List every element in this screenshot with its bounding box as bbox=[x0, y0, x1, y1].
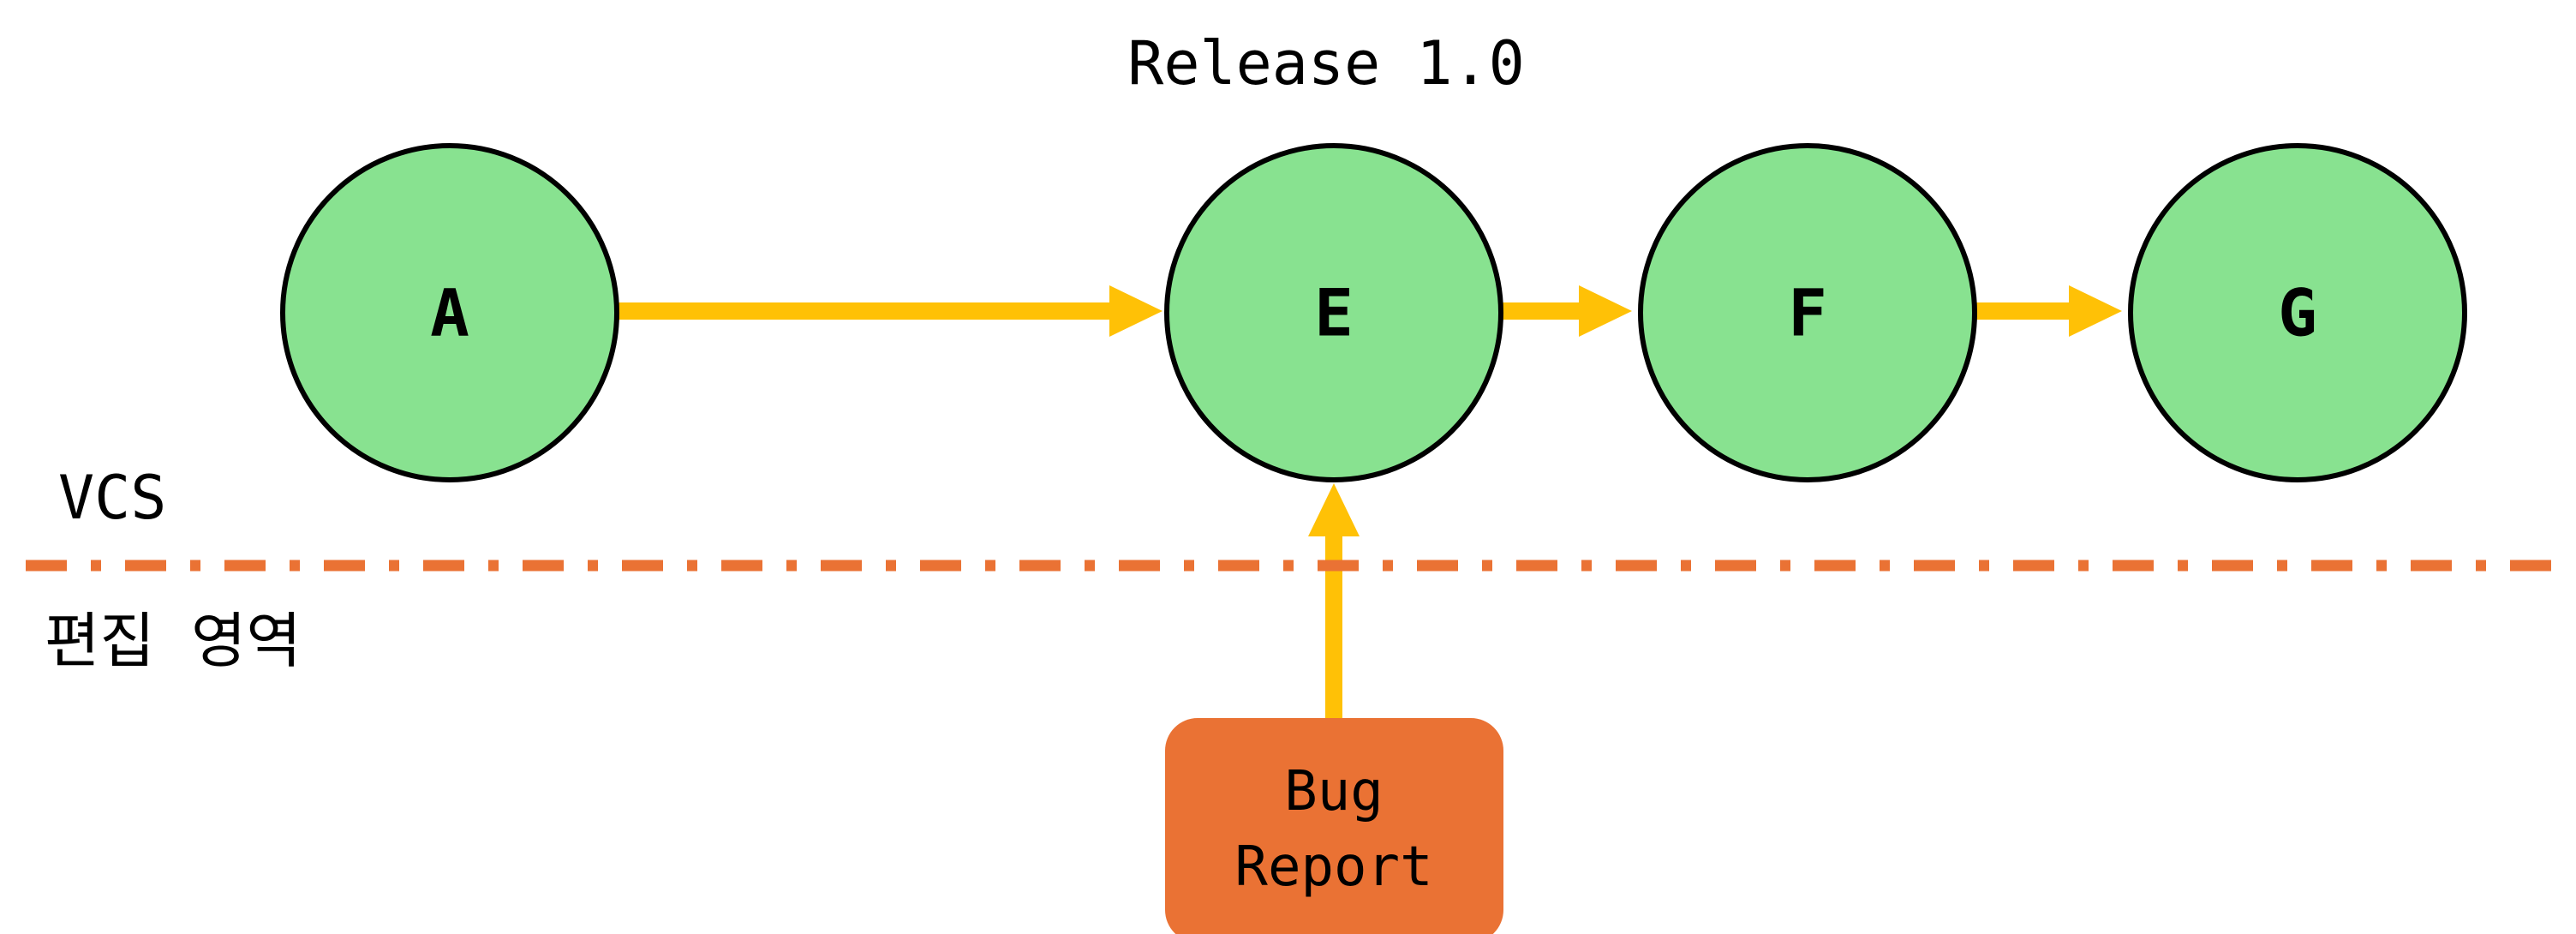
bug-report-line2: Report bbox=[1234, 835, 1432, 899]
commit-label-e: E bbox=[1314, 275, 1354, 351]
arrow-report-to-e bbox=[1308, 483, 1360, 718]
release-label: Release 1.0 bbox=[1127, 28, 1525, 99]
vcs-label: VCS bbox=[58, 463, 166, 533]
arrow-a-to-e bbox=[617, 285, 1162, 337]
commit-label-a: A bbox=[430, 275, 469, 351]
commit-node-e: E bbox=[1164, 143, 1503, 482]
commit-label-g: G bbox=[2278, 275, 2317, 351]
bug-report-box: Bug Report bbox=[1165, 718, 1503, 934]
commit-node-g: G bbox=[2128, 143, 2467, 482]
commit-label-f: F bbox=[1788, 275, 1827, 351]
edit-area-label: 편집 영역 bbox=[45, 606, 302, 676]
arrow-e-to-f bbox=[1496, 285, 1632, 337]
arrow-f-to-g bbox=[1967, 285, 2122, 337]
bug-report-line1: Bug bbox=[1284, 760, 1384, 823]
commit-node-a: A bbox=[280, 143, 619, 482]
commit-node-f: F bbox=[1638, 143, 1977, 482]
